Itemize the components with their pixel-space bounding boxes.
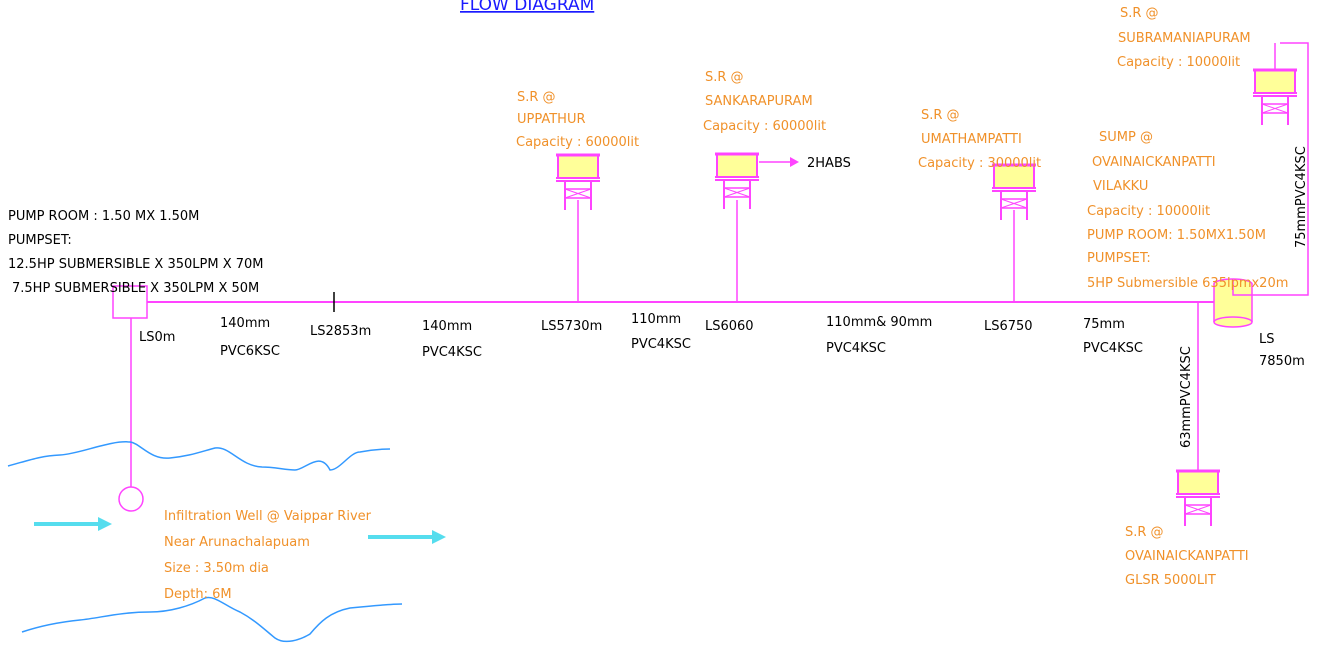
sr-uppathur-capacity: Capacity : 60000lit [516,135,639,150]
chainage-ls7850: LS [1259,332,1275,347]
sr-ovainaickanpatti-capacity: GLSR 5000LIT [1125,573,1216,588]
pump-1: 12.5HP SUBMERSIBLE X 350LPM X 70M [8,257,264,272]
pipe-type-3: PVC4KSC [631,337,691,352]
flow-arrowhead-right-icon [432,530,446,544]
sr-umathampatti-capacity: Capacity : 30000lit [918,156,1041,171]
sump-pumpset-label: PUMPSET: [1087,251,1151,266]
sr-ovainaickanpatti-name: OVAINAICKANPATTI [1125,549,1249,564]
sump-tank [1213,316,1253,328]
sump-line1: SUMP @ [1099,130,1153,145]
pipe-type-5: PVC4KSC [1083,341,1143,356]
sr-umathampatti-name: UMATHAMPATTI [921,132,1022,147]
pipe-size-3: 110mm [631,312,681,327]
tank-ovainaickanpatti-glsr [1174,469,1222,528]
pipe-size-4: 110mm& 90mm [826,315,932,330]
sr-umathampatti-line1: S.R @ [921,108,960,123]
pump-room-size: PUMP ROOM : 1.50 MX 1.50M [8,209,199,224]
well-depth: Depth: 6M [164,587,232,602]
pipe-size-1: 140mm [220,316,270,331]
pipe-label-subramaniapuram: 75mmPVC4KSC [1294,146,1309,248]
pipe-type-2: PVC4KSC [422,345,482,360]
sr-uppathur-name: UPPATHUR [517,112,586,127]
chainage-ls6060: LS6060 [705,319,754,334]
sump-capacity: Capacity : 10000lit [1087,204,1210,219]
pump-2: 7.5HP SUBMERSIBLE X 350LPM X 50M [12,281,259,296]
well-size: Size : 3.50m dia [164,561,269,576]
diagram-title: FLOW DIAGRAM [460,0,594,15]
flow-arrowhead-left-icon [98,517,112,531]
pipe-to-subramaniapuram [1232,42,1309,296]
sump-pump: 5HP Submersible 635lpmx20m [1087,276,1288,291]
sr-ovainaickanpatti-line1: S.R @ [1125,525,1164,540]
pump-room-box [112,285,148,319]
sr-subramaniapuram-capacity: Capacity : 10000lit [1117,55,1240,70]
habs-arrow-icon [790,157,799,167]
pipe-size-2: 140mm [422,319,472,334]
chainage-ls5730: LS5730m [541,319,602,334]
chainage-ls0: LS0m [139,330,175,345]
sr-sankarapuram-name: SANKARAPURAM [705,94,813,109]
well-title: Infiltration Well @ Vaippar River [164,509,372,524]
chainage-ls6750: LS6750 [984,319,1033,334]
habs-label: 2HABS [807,156,851,171]
pipe-size-5: 75mm [1083,317,1125,332]
sump-name-line3: VILAKKU [1093,179,1148,194]
well-location: Near Arunachalapuam [164,535,310,550]
river-bank-upper [7,441,391,471]
chainage-ls2853: LS2853m [310,324,371,339]
pipe-label-ovainaickanpatti: 63mmPVC4KSC [1179,346,1194,448]
sr-sankarapuram-capacity: Capacity : 60000lit [703,119,826,134]
pipe-type-4: PVC4KSC [826,341,886,356]
pumpset-label: PUMPSET: [8,233,72,248]
chainage-ls7850-value: 7850m [1259,354,1305,369]
pipe-type-1: PVC6KSC [220,344,280,359]
sr-subramaniapuram-line1: S.R @ [1120,6,1159,21]
sr-subramaniapuram-name: SUBRAMANIAPURAM [1118,31,1251,46]
sr-uppathur-line1: S.R @ [517,90,556,105]
sump-name: OVAINAICKANPATTI [1092,155,1216,170]
infiltration-well [118,486,144,512]
tank-subramaniapuram [1251,68,1299,127]
sump-pump-room: PUMP ROOM: 1.50MX1.50M [1087,228,1266,243]
sr-sankarapuram-line1: S.R @ [705,70,744,85]
river-bank-lower [21,596,403,643]
